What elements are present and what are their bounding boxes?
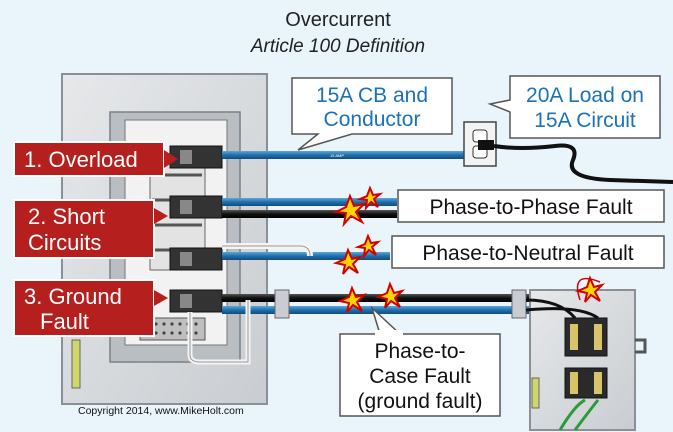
circuit-wires (187, 151, 532, 365)
label-short-line2: Circuits (28, 230, 101, 255)
label-phase-phase-text: Phase-to-Phase Fault (429, 196, 632, 219)
subtitle: Article 100 Definition (250, 36, 425, 57)
callout-load: 20A Load on 15A Circuit (487, 75, 661, 139)
callout-cb-conductor: 15A CB and Conductor (291, 77, 453, 151)
breaker-3 (169, 247, 223, 271)
callout-cb-line1: 15A CB and (316, 84, 428, 107)
label-overload-text: 1. Overload (24, 147, 138, 172)
label-ground-line1: 3. Ground (24, 284, 122, 309)
title: Overcurrent (285, 9, 391, 31)
fault-sparks (332, 185, 606, 313)
copyright: Copyright 2014, www.MikeHolt.com (78, 405, 244, 417)
label-phase-to-phase: Phase-to-Phase Fault (397, 189, 665, 223)
disconnect-enclosure (525, 289, 647, 431)
wire-mark: 15 AMP (330, 153, 344, 158)
label-short-circuits: 2. Short Circuits (13, 199, 168, 259)
breaker-4 (169, 289, 223, 313)
callout-cb-line2: Conductor (324, 108, 421, 131)
label-overload: 1. Overload (13, 141, 178, 177)
receptacle (463, 121, 673, 184)
label-short-line1: 2. Short (28, 204, 105, 229)
breaker-1 (169, 145, 223, 169)
phase-case-line1: Phase-to- (374, 340, 465, 363)
callout-phase-to-case: Phase-to- Case Fault (ground fault) (339, 305, 501, 417)
callout-load-line1: 20A Load on (526, 84, 644, 107)
label-ground-fault: 3. Ground Fault (13, 279, 168, 337)
breaker-2 (169, 195, 223, 219)
phase-case-line2: Case Fault (369, 365, 471, 388)
phase-case-line3: (ground fault) (358, 390, 483, 413)
label-phase-to-neutral: Phase-to-Neutral Fault (391, 235, 665, 269)
label-phase-neutral-text: Phase-to-Neutral Fault (422, 242, 633, 265)
label-ground-line2: Fault (40, 309, 89, 334)
callout-load-line2: 15A Circuit (534, 109, 636, 132)
